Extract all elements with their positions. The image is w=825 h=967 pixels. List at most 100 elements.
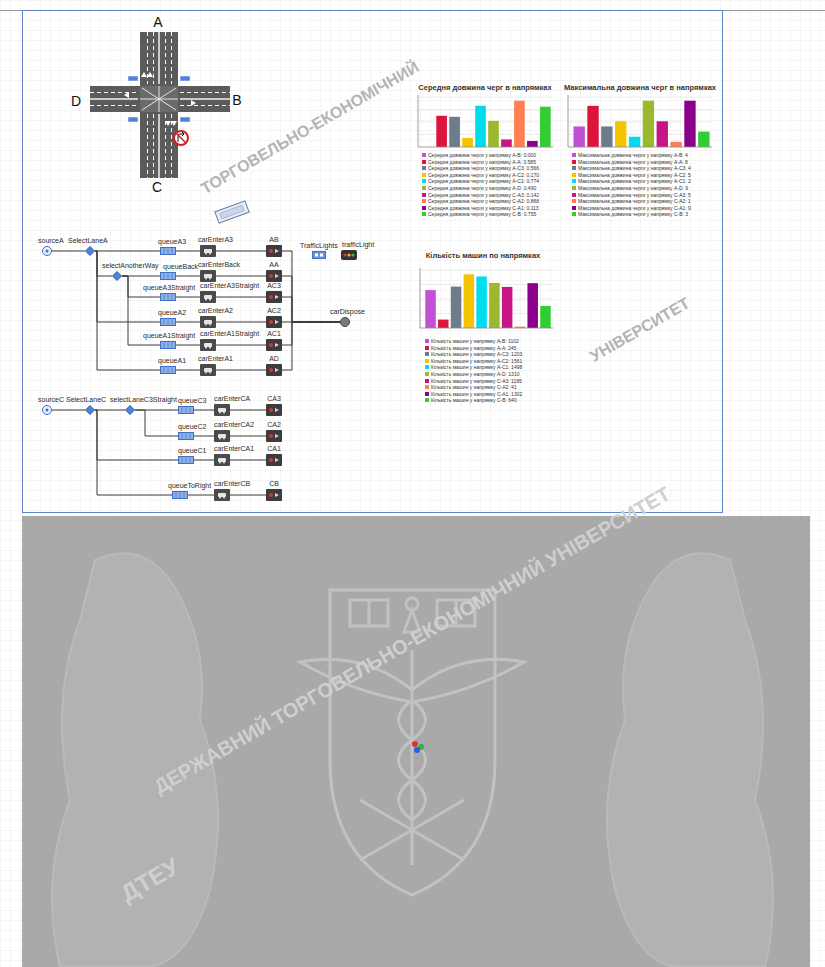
block-label: carEnterA1 <box>198 355 233 363</box>
legend-swatch <box>572 173 576 177</box>
legend-item: Максимальна довжина черги у напрямку A-C… <box>572 178 691 184</box>
block-label: queueA1 <box>158 357 186 365</box>
bar <box>514 101 525 147</box>
block-label: carEnterA3Straight <box>200 282 259 290</box>
block-label: carEnterA2 <box>198 307 233 315</box>
queue-block: queueToRight <box>172 491 188 499</box>
block-icon <box>200 339 216 351</box>
block-label: carEnterCA2 <box>214 421 254 429</box>
legend-text: Кількість машин у напрямку C-A3: 1195 <box>431 378 522 384</box>
queue-block: queueA1Straight <box>160 341 176 349</box>
block-label: AC2 <box>267 307 281 315</box>
queue-block: queueC1 <box>178 456 194 464</box>
connector <box>216 370 266 371</box>
block-label: SelectLaneA <box>68 237 108 245</box>
legend-swatch <box>425 339 429 343</box>
block-label: carEnterBack <box>198 261 240 269</box>
legend-swatch <box>425 392 429 396</box>
bar <box>475 106 486 147</box>
legend-swatch <box>422 160 426 164</box>
bar <box>449 117 460 147</box>
legend-text: Кількість машин у напрямку A-D: 1310 <box>431 371 519 377</box>
block-icon <box>266 339 282 351</box>
legend-item: Середня довжина черги у напрямку A-A: 0.… <box>422 159 536 165</box>
legend-swatch <box>572 193 576 197</box>
legend-item: Середня довжина черги у напрямку A-D: 0.… <box>422 185 536 191</box>
block-label: queueToRight <box>168 482 211 490</box>
connector <box>216 322 266 323</box>
block-label: AB <box>269 236 278 244</box>
legend-text: Середня довжина черги у напрямку C-A1: 0… <box>428 205 539 211</box>
legend-item: Середня довжина черги у напрямку A-C3: 0… <box>422 165 539 171</box>
block-label: CB <box>269 480 279 488</box>
car-move-block: AC1 <box>266 339 282 351</box>
connector <box>176 322 200 323</box>
legend-item: Максимальна довжина черги у напрямку A-C… <box>572 165 691 171</box>
legend-item: Максимальна довжина черги у напрямку C-A… <box>572 205 691 211</box>
block-label: sourceA <box>38 237 64 245</box>
block-label: CA1 <box>267 445 281 453</box>
legend-item: Кількість машин у напрямку A-C1: 1498 <box>425 364 522 370</box>
legend-text: Середня довжина черги у напрямку C-B: 0.… <box>428 211 536 217</box>
bar <box>698 132 709 147</box>
connector <box>95 410 172 495</box>
legend-swatch <box>422 212 426 216</box>
legend-text: Середня довжина черги у напрямку A-D: 0.… <box>428 185 536 191</box>
bar-chart <box>420 268 553 328</box>
connector <box>95 251 160 370</box>
block-label: queueC2 <box>178 423 206 431</box>
block-icon <box>160 293 176 301</box>
car-enter-block: carEnterA1 <box>200 364 216 376</box>
car-enter-block: carEnterCA1 <box>214 454 230 466</box>
car-move-block: CA2 <box>266 430 282 442</box>
block-icon <box>214 404 230 416</box>
legend-text: Максимальна довжина черги у напрямку A-D… <box>578 185 688 191</box>
block-icon <box>178 432 194 440</box>
block-label: queueC3 <box>178 397 206 405</box>
block-icon <box>214 454 230 466</box>
chart-axis <box>418 95 553 147</box>
block-icon <box>125 405 135 415</box>
legend-item: Кількість машин у напрямку C-A1: 1302 <box>425 391 522 397</box>
block-icon <box>266 316 282 328</box>
block-icon <box>266 404 282 416</box>
queue-block: queueC2 <box>178 432 194 440</box>
block-icon <box>266 270 282 282</box>
legend-text: Максимальна довжина черги у напрямку C-A… <box>578 198 691 204</box>
block-icon <box>266 364 282 376</box>
bar <box>540 306 550 328</box>
gridline <box>568 97 712 98</box>
block-label: carEnterA1Straight <box>200 330 259 338</box>
legend-text: Кількість машин у напрямку C-A2: 41 <box>431 384 517 390</box>
legend-text: Максимальна довжина черги у напрямку A-A… <box>578 159 688 165</box>
car-move-block: CA3 <box>266 404 282 416</box>
connector <box>176 370 200 371</box>
block-label: AC3 <box>267 282 281 290</box>
connector <box>95 410 178 460</box>
connector <box>230 460 266 461</box>
legend-item: Максимальна довжина черги у напрямку C-A… <box>572 192 691 198</box>
block-label: carEnterA3 <box>198 236 233 244</box>
source-block: sourceC <box>42 405 52 415</box>
bar <box>476 276 486 328</box>
gridline <box>420 270 553 271</box>
car-move-block: AC3 <box>266 291 282 303</box>
bar <box>527 283 537 328</box>
block-label: carEnterCA <box>214 395 250 403</box>
select-output-block: selectLaneC3Straight <box>125 405 135 415</box>
block-icon <box>266 489 282 501</box>
block-label: carEnterCB <box>214 480 250 488</box>
legend-text: Максимальна довжина черги у напрямку A-C… <box>578 165 691 171</box>
connector <box>194 410 214 411</box>
bar <box>615 121 626 147</box>
queue-block: queueA3 <box>160 247 176 255</box>
legend-item: Середня довжина черги у напрямку C-A2: 0… <box>422 198 539 204</box>
block-icon <box>178 456 194 464</box>
car-enter-block: carEnterA3Straight <box>200 291 216 303</box>
block-label: queueA3Straight <box>143 284 195 292</box>
legend-item: Кількість машин у напрямку A-B: 1102 <box>425 338 519 344</box>
legend-item: Середня довжина черги у напрямку A-C2: 0… <box>422 172 539 178</box>
block-icon <box>214 489 230 501</box>
